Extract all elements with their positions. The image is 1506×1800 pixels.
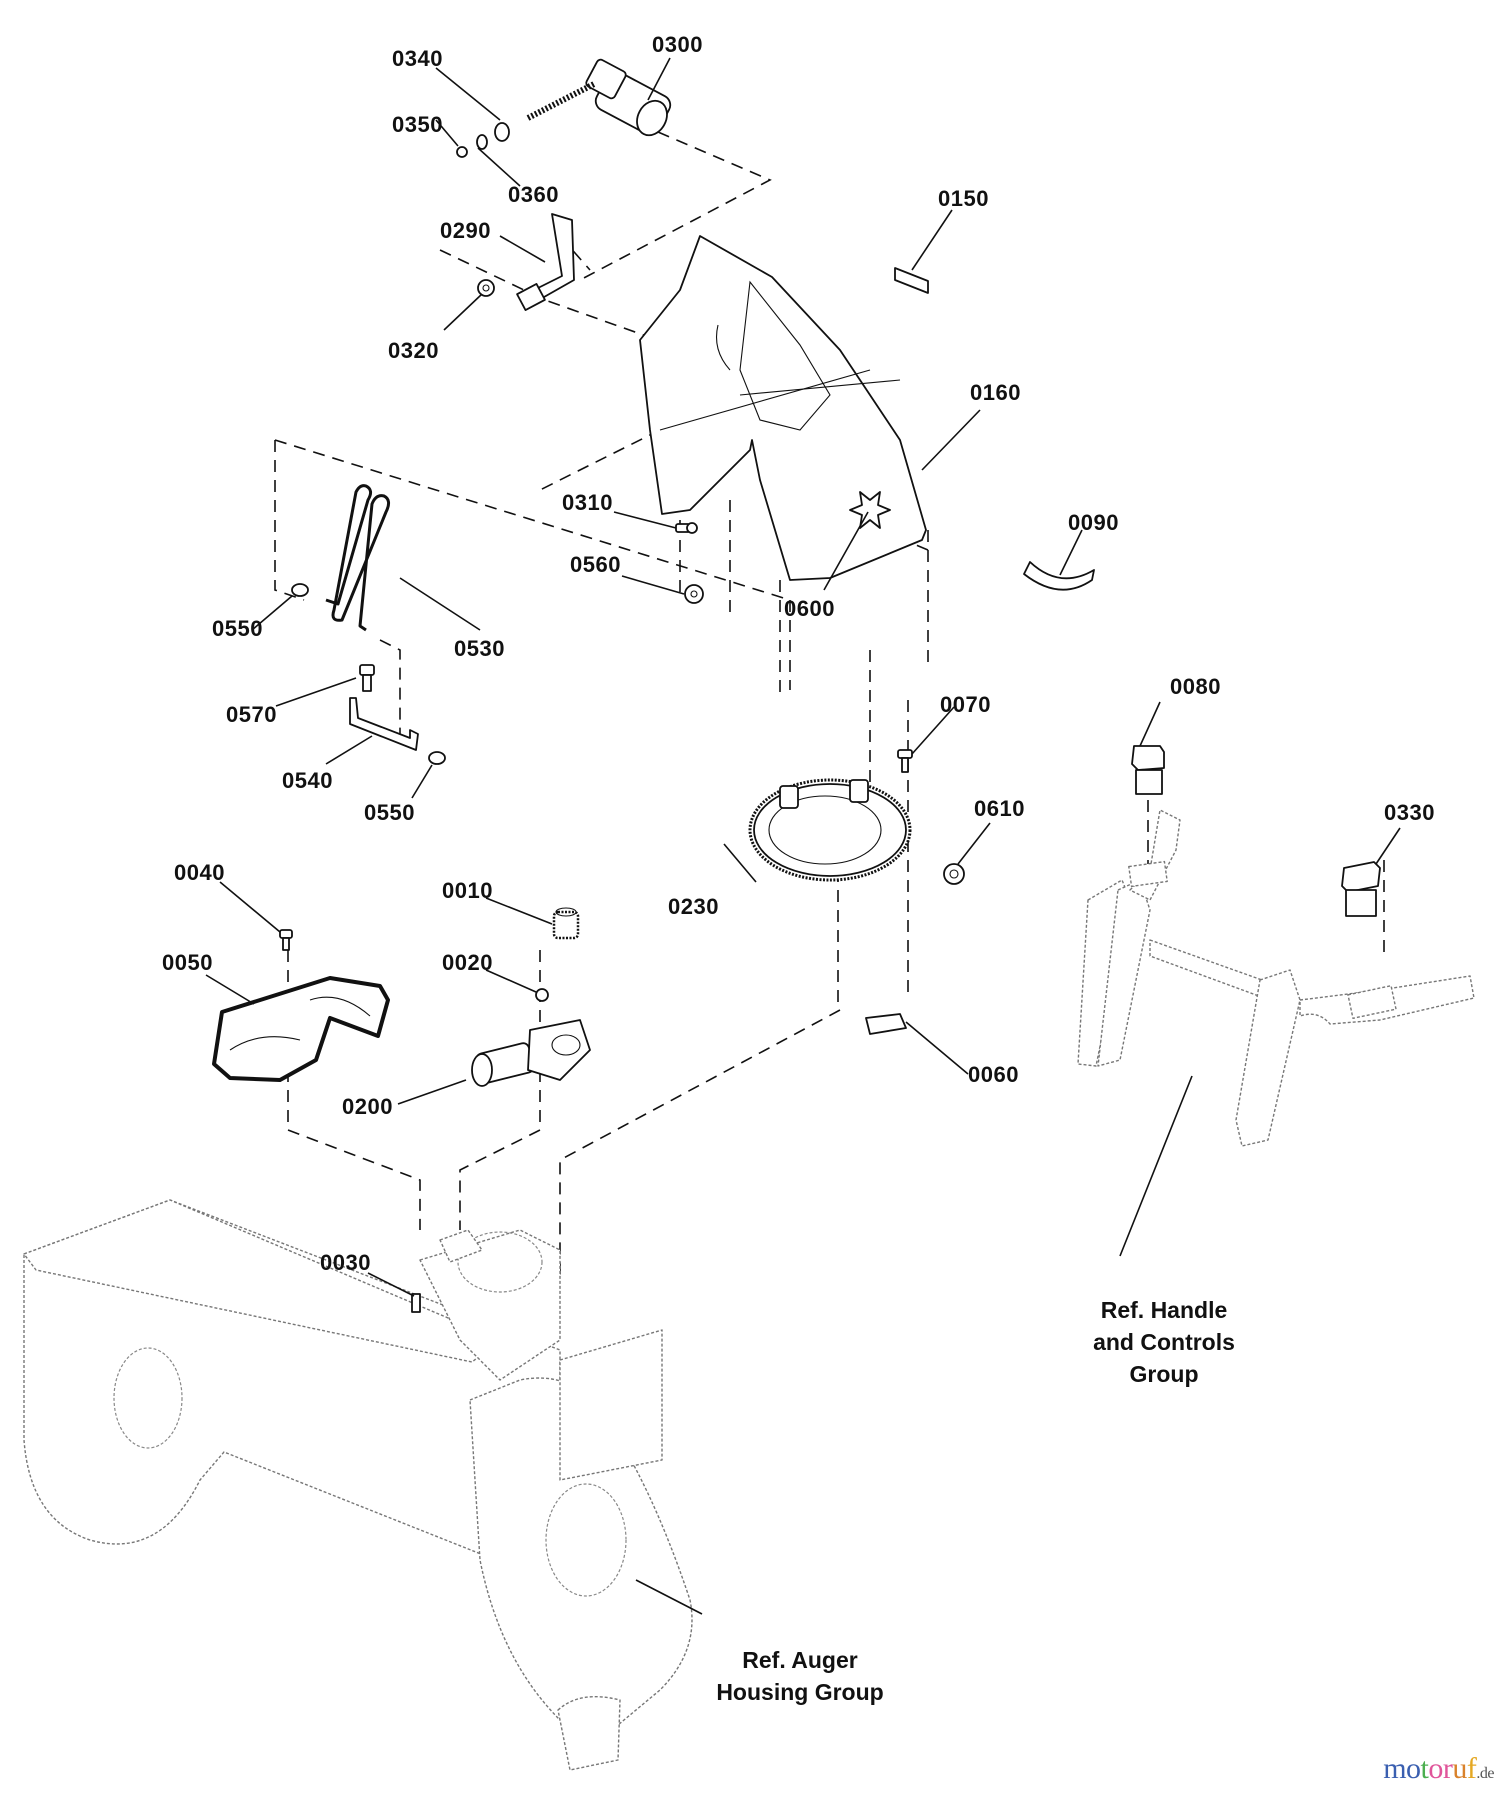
label-0020: 0020 (442, 950, 493, 975)
ref-handle-line-2: and Controls (1093, 1329, 1235, 1355)
label-0360: 0360 (508, 182, 559, 207)
part-0020-nut (535, 988, 549, 1002)
auger-housing-ghost (23, 1199, 693, 1771)
watermark-text: motoruf (1383, 1752, 1477, 1785)
label-0330: 0330 (1384, 800, 1435, 825)
assembly-guide-lines (274, 131, 1385, 1280)
part-number-labels: 0340 0300 0350 0360 0150 0290 0320 0160 … (162, 32, 1435, 1275)
ref-handle-line-3: Group (1130, 1361, 1199, 1387)
part-0090-clip (1023, 561, 1095, 591)
label-0090: 0090 (1068, 510, 1119, 535)
label-0010: 0010 (442, 878, 493, 903)
label-0040: 0040 (174, 860, 225, 885)
label-0530: 0530 (454, 636, 505, 661)
label-0060: 0060 (968, 1062, 1019, 1087)
watermark-letter: o (1428, 1752, 1443, 1785)
label-0310: 0310 (562, 490, 613, 515)
part-0320-nut (477, 279, 495, 297)
label-0350: 0350 (392, 112, 443, 137)
watermark-letter: m (1383, 1752, 1407, 1785)
ref-handle-controls-label: Ref. Handle and Controls Group (1093, 1297, 1235, 1387)
part-0150-decal (894, 267, 929, 294)
watermark-letter: o (1406, 1752, 1421, 1785)
label-0600: 0600 (784, 596, 835, 621)
label-0080: 0080 (1170, 674, 1221, 699)
handle-controls-ghost (1077, 809, 1475, 1147)
label-0560: 0560 (570, 552, 621, 577)
label-0200: 0200 (342, 1094, 393, 1119)
ref-auger-line-2: Housing Group (716, 1679, 883, 1705)
part-0560-nut (684, 584, 704, 604)
part-0550-washer-upper (291, 583, 309, 597)
label-0550-upper: 0550 (212, 616, 263, 641)
part-0340-washer (494, 122, 510, 142)
part-0160-chute (639, 235, 927, 581)
label-0340: 0340 (392, 46, 443, 71)
part-0540-bracket (349, 697, 419, 751)
part-0060-guide (865, 1013, 907, 1035)
ref-auger-line-1: Ref. Auger (742, 1647, 857, 1673)
part-0300-motor (526, 58, 672, 137)
watermark-tld: .de (1476, 1765, 1494, 1782)
part-0200-gear-motor (471, 1019, 591, 1087)
label-0030: 0030 (320, 1250, 371, 1275)
part-0290-bracket (516, 213, 575, 312)
part-0530-spring (325, 484, 391, 632)
part-0010-gear (552, 907, 580, 940)
part-0570-bolt (359, 664, 375, 692)
label-0150: 0150 (938, 186, 989, 211)
label-0160: 0160 (970, 380, 1021, 405)
label-0300: 0300 (652, 32, 703, 57)
ref-auger-housing-label: Ref. Auger Housing Group (716, 1647, 883, 1705)
part-0040-bolt (279, 929, 293, 951)
part-0360-washer (476, 134, 488, 150)
part-0550-washer-lower (428, 751, 446, 765)
watermark-letter: u (1452, 1752, 1467, 1785)
part-0350-nut (456, 146, 468, 158)
part-0330-switch (1341, 861, 1381, 917)
ref-handle-line-1: Ref. Handle (1101, 1297, 1228, 1323)
label-0320: 0320 (388, 338, 439, 363)
part-0030-bolt (411, 1293, 421, 1313)
watermark-logo: motoruf.de (1383, 1752, 1494, 1786)
part-0310-bolt (675, 522, 698, 534)
part-0070-bolt (897, 749, 913, 773)
watermark-letter: r (1442, 1752, 1453, 1785)
leader-lines (205, 57, 1401, 1615)
part-0230-gear-ring (748, 778, 912, 882)
label-0070: 0070 (940, 692, 991, 717)
label-0570: 0570 (226, 702, 277, 727)
part-0080-switch (1131, 745, 1165, 795)
part-0050-cover (212, 976, 390, 1082)
part-0610-nut (943, 863, 965, 885)
label-0230: 0230 (668, 894, 719, 919)
watermark-letter: f (1466, 1752, 1477, 1785)
label-0540: 0540 (282, 768, 333, 793)
label-0550-lower: 0550 (364, 800, 415, 825)
label-0050: 0050 (162, 950, 213, 975)
label-0290: 0290 (440, 218, 491, 243)
watermark-letter: t (1420, 1752, 1429, 1785)
label-0610: 0610 (974, 796, 1025, 821)
